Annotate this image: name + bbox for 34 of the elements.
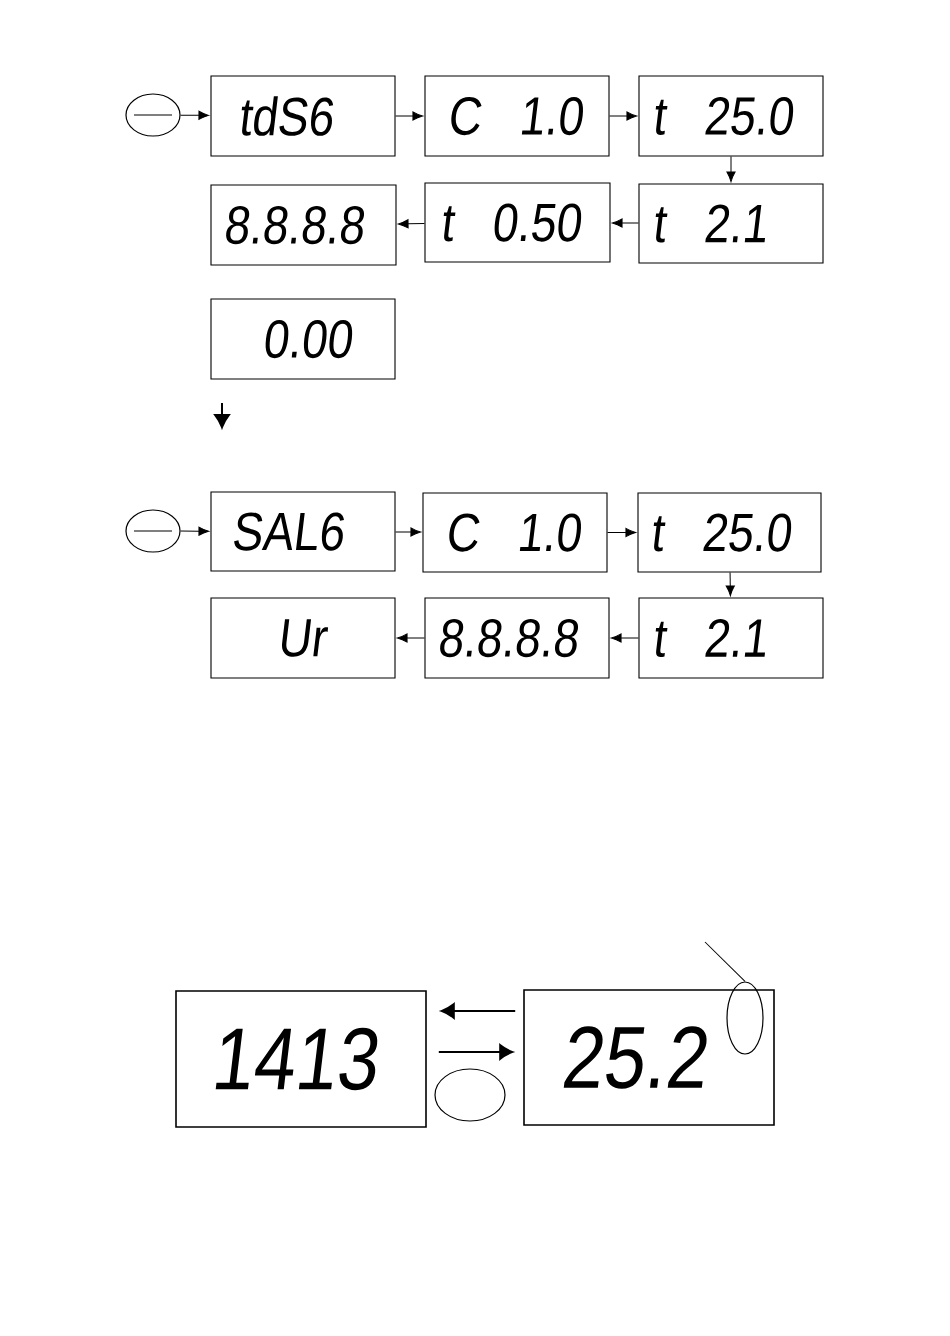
oval: [434, 1068, 506, 1122]
arrow: [397, 219, 425, 229]
lcd-display: Ur: [210, 597, 396, 679]
arrow: [611, 218, 639, 228]
lcd-display: 8.8.8.8: [210, 184, 397, 266]
oval: [726, 981, 764, 1055]
lcd-display: 8.8.8.8: [424, 597, 610, 679]
lcd-display: t 2.1: [638, 597, 824, 679]
lcd-display: 25.2: [523, 989, 775, 1126]
lcd-display: t 25.0: [638, 75, 824, 157]
lcd-display: tdS6: [210, 75, 396, 157]
arrow: [610, 633, 639, 643]
arrow: [437, 1044, 514, 1060]
lcd-display: C 1.0: [422, 492, 608, 573]
arrow: [395, 111, 424, 121]
lcd-display: C 1.0: [424, 75, 610, 157]
arrow: [396, 633, 425, 643]
arrow: [180, 526, 210, 536]
lcd-display: t 25.0: [637, 492, 822, 573]
arrow: [726, 156, 736, 183]
lcd-display: t 0.50: [424, 182, 611, 263]
oval-button: [125, 93, 181, 137]
arrow: [440, 1003, 517, 1019]
arrow: [180, 110, 210, 120]
oval-button: [125, 509, 181, 553]
lcd-display: 1413: [175, 990, 427, 1128]
arrow: [395, 527, 422, 537]
lcd-display: 0.00: [210, 298, 396, 380]
arrow: [607, 527, 637, 538]
arrow: [609, 111, 638, 121]
arrow: [725, 572, 735, 597]
lcd-display: SAL6: [210, 491, 396, 572]
leader-line: [704, 941, 746, 982]
lcd-display: t 2.1: [638, 183, 824, 264]
